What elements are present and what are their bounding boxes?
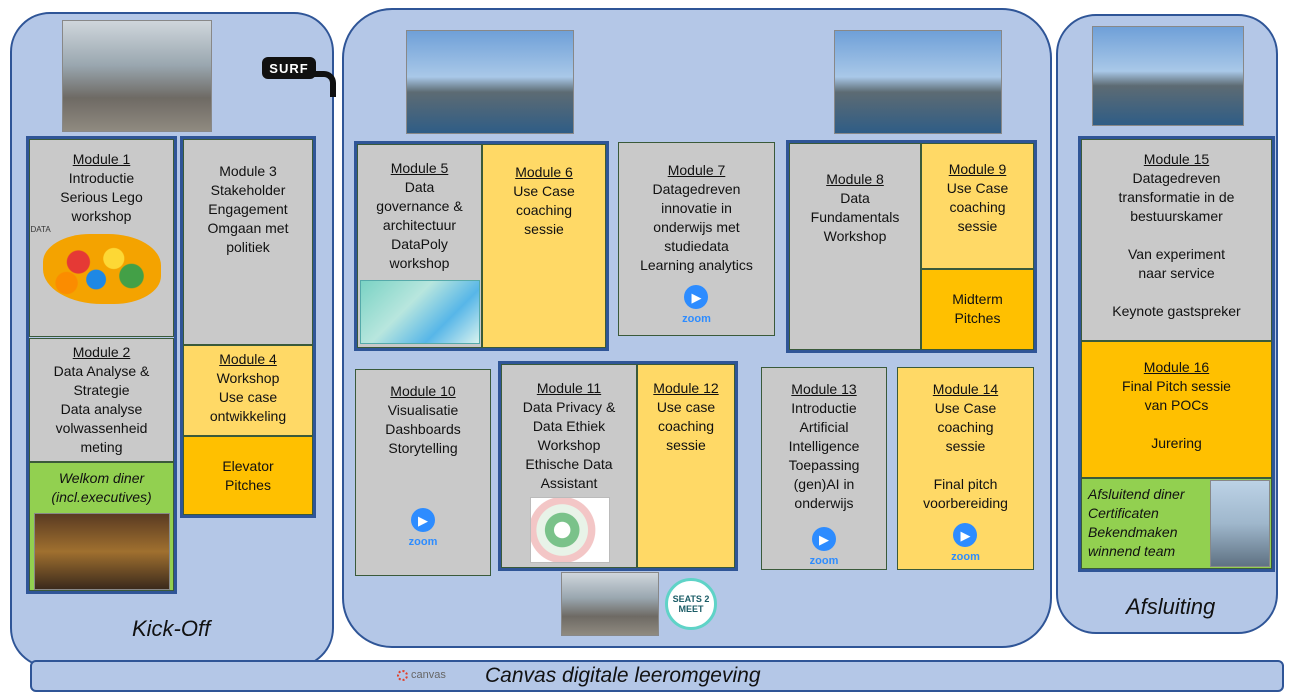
venue-photo <box>561 572 659 636</box>
closing-group <box>1078 136 1275 572</box>
canvas-wordmark: canvas <box>411 669 446 681</box>
video-camera-icon: ▶ <box>410 508 435 532</box>
module-8-card: Module 8 Data Fundamentals Workshop <box>789 143 921 350</box>
group-module-8-9 <box>786 140 1037 353</box>
module-7-card: Module 7 Datagedreven innovatie in onder… <box>618 142 775 336</box>
zoom-logo: ▶ zoom <box>682 285 711 329</box>
module-3-card: Module 3 Stakeholder Engagement Omgaan m… <box>183 139 313 345</box>
module-description: Datagedreven innovatie in onderwijs met … <box>640 181 753 273</box>
ethics-wheel-image <box>530 497 610 563</box>
module-description: Use Case coaching sessie <box>513 183 575 237</box>
canvas-footer-bar <box>30 660 1284 692</box>
module-title: Module 2 <box>72 344 131 360</box>
video-camera-icon: ▶ <box>684 285 709 309</box>
module-title: Module 8 <box>826 171 884 187</box>
kickoff-group-a <box>26 136 177 594</box>
zoom-logo: ▶ zoom <box>951 523 980 567</box>
video-camera-icon: ▶ <box>953 523 978 547</box>
module-description: Final Pitch sessie van POCs Jurering <box>1122 378 1231 451</box>
module-16-card: Module 16 Final Pitch sessie van POCs Ju… <box>1081 341 1272 478</box>
module-12-card: Module 12 Use case coaching sessie <box>637 364 735 568</box>
closing-photo <box>1092 26 1244 126</box>
module-description: Visualisatie Dashboards Storytelling <box>385 402 461 456</box>
canvas-icon <box>397 669 408 681</box>
module-title: Module 12 <box>653 380 719 396</box>
module-description: Introductie Serious Lego workshop <box>60 170 143 224</box>
module-title: Module 10 <box>390 383 456 399</box>
seats2meet-wordmark: SEATS 2 MEET <box>672 594 710 614</box>
module-title: Module 9 <box>948 161 1007 177</box>
lego-image: DATA <box>31 225 161 304</box>
restaurant-photo <box>33 513 170 590</box>
kickoff-caption: Kick-Off <box>132 616 211 641</box>
zoom-wordmark: zoom <box>951 551 980 563</box>
datapoly-board-image <box>360 280 480 344</box>
module-6-card: Module 6 Use Case coaching sessie <box>482 144 606 348</box>
zoom-logo: ▶ zoom <box>809 527 839 571</box>
module-description: Data governance & architectuur DataPoly … <box>376 179 463 271</box>
campus-photo-left <box>406 30 574 134</box>
zoom-wordmark: zoom <box>682 313 711 325</box>
surf-logo: SURF <box>262 57 338 101</box>
module-description: Datagedreven transformatie in de bestuur… <box>1112 170 1241 319</box>
module-title: Module 1 <box>72 151 131 167</box>
module-title: Module 14 <box>932 381 999 397</box>
footer-title: Canvas digitale leeromgeving <box>485 664 761 687</box>
module-description: Data Analyse & Strategie Data analyse vo… <box>53 363 150 455</box>
group-module-11-12 <box>498 361 738 571</box>
kickoff-group-b <box>180 136 316 518</box>
module-4-card: Module 4 Workshop Use case ontwikkeling <box>183 345 313 436</box>
module-description: Workshop Use case ontwikkeling <box>209 370 287 424</box>
lego-data-label: DATA <box>30 225 51 234</box>
elevator-pitches-card: Elevator Pitches <box>183 436 313 515</box>
module-15-card: Module 15 Datagedreven transformatie in … <box>1081 139 1272 341</box>
module-description: Data Privacy & Data Ethiek Workshop Ethi… <box>522 399 616 491</box>
dinner-description: Afsluitend diner Certificaten Bekendmake… <box>1088 486 1185 559</box>
zoom-logo: ▶ zoom <box>408 508 438 552</box>
module-13-card: Module 13 Introductie Artificial Intelli… <box>761 367 887 570</box>
module-14-card: Module 14 Use Case coaching sessie Final… <box>897 367 1034 570</box>
midterm-description: Midterm Pitches <box>952 291 1003 326</box>
midterm-pitches-card: Midterm Pitches <box>921 269 1034 350</box>
video-camera-icon: ▶ <box>811 527 836 551</box>
module-title: Module 13 <box>791 381 857 397</box>
dinner-description: Welkom diner (incl.executives) <box>51 470 152 505</box>
elevator-description: Elevator Pitches <box>222 458 274 493</box>
euromast-photo <box>1210 480 1270 567</box>
module-description: Use Case coaching sessie Final pitch voo… <box>923 400 1008 511</box>
module-title: Module 7 <box>667 162 726 178</box>
module-description: Introductie Artificial Intelligence Toep… <box>788 400 860 511</box>
module-10-card: Module 10 Visualisatie Dashboards Storyt… <box>355 369 491 576</box>
kickoff-photo <box>62 20 212 132</box>
campus-photo-right <box>834 30 1002 134</box>
module-title: Module 3 <box>219 163 277 179</box>
seats2meet-logo: SEATS 2 MEET <box>665 578 717 630</box>
zoom-wordmark: zoom <box>408 536 438 548</box>
canvas-logo: canvas <box>397 669 446 681</box>
module-description: Data Fundamentals Workshop <box>810 190 900 244</box>
welcome-dinner-card: Welkom diner (incl.executives) <box>29 462 174 591</box>
module-title: Module 4 <box>219 351 277 367</box>
module-description: Use case coaching sessie <box>656 399 716 453</box>
module-11-card: Module 11 Data Privacy & Data Ethiek Wor… <box>501 364 637 568</box>
module-title: Module 15 <box>1143 151 1210 167</box>
group-module-5-6 <box>354 141 609 351</box>
zoom-wordmark: zoom <box>809 555 839 567</box>
module-2-card: Module 2 Data Analyse & Strategie Data a… <box>29 338 174 462</box>
module-description: Stakeholder Engagement Omgaan met politi… <box>207 182 289 255</box>
module-title: Module 11 <box>536 380 602 396</box>
module-title: Module 5 <box>390 160 449 176</box>
module-description: Use Case coaching sessie <box>946 180 1009 234</box>
module-title: Module 6 <box>515 164 573 180</box>
closing-caption: Afsluiting <box>1126 594 1216 619</box>
module-1-card: Module 1 Introductie Serious Lego worksh… <box>29 139 174 337</box>
module-9-card: Module 9 Use Case coaching sessie <box>921 143 1034 269</box>
module-title: Module 16 <box>1143 359 1210 375</box>
